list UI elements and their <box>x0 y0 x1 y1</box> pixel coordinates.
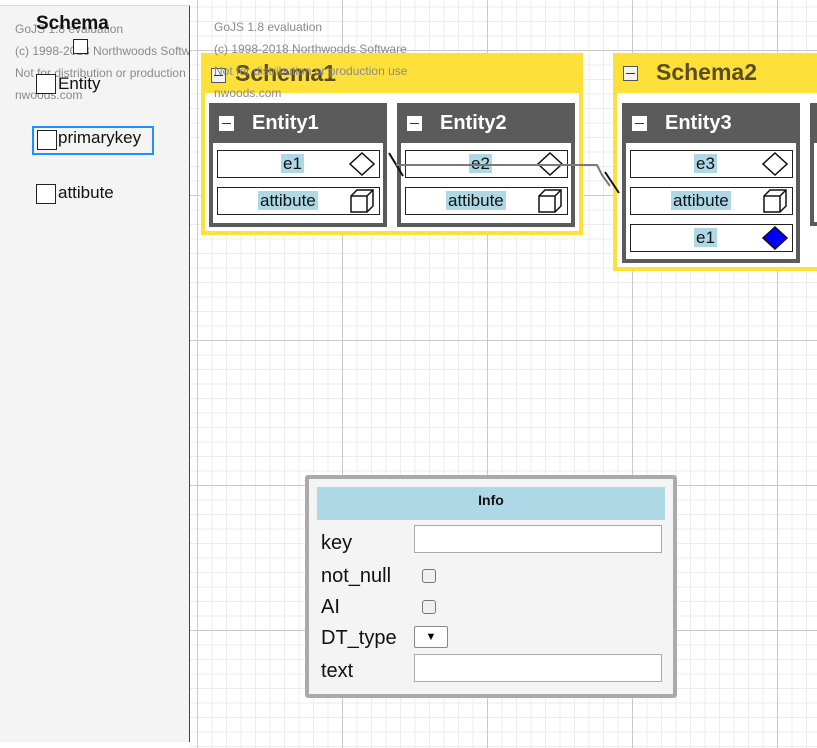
palette-item-entity[interactable]: Entity <box>58 74 101 93</box>
group-title: Schema1 <box>235 60 337 86</box>
not-null-label: not_null <box>321 565 392 587</box>
watermark-line: (c) 1998-2018 Northwoods Software <box>15 44 191 58</box>
collapse-group-icon[interactable] <box>211 68 226 83</box>
entity-title: Entity3 <box>665 112 732 134</box>
filled-diamond-icon <box>762 226 788 250</box>
entity-partial-body <box>814 143 817 222</box>
key-label: key <box>321 532 353 554</box>
entity-node[interactable]: Entity1 e1 attibute <box>209 103 387 227</box>
palette-item-entity-icon[interactable] <box>36 74 56 94</box>
cube-icon <box>350 189 374 213</box>
attribute-text: e2 <box>469 154 492 173</box>
text-input[interactable] <box>414 654 662 682</box>
palette-panel: GoJS 1.8 evaluation (c) 1998-2018 Northw… <box>0 5 191 742</box>
entity-title: Entity1 <box>252 112 319 134</box>
cube-icon <box>538 189 562 213</box>
collapse-entity-icon[interactable] <box>407 116 422 131</box>
palette-selection-highlight <box>32 126 154 155</box>
attribute-row[interactable]: attibute <box>217 187 380 215</box>
palette-item-attribute[interactable]: attibute <box>58 183 114 202</box>
schema-group-icon[interactable] <box>73 39 88 54</box>
link-end-marker <box>604 171 620 194</box>
palette-item-attribute-icon[interactable] <box>36 184 56 204</box>
group-title: Schema2 <box>656 59 758 85</box>
attribute-row[interactable]: attibute <box>405 187 568 215</box>
diamond-icon <box>349 152 375 176</box>
key-input[interactable] <box>414 525 662 553</box>
entity-title: Entity2 <box>440 112 507 134</box>
palette-title: Schema <box>36 13 109 34</box>
collapse-entity-icon[interactable] <box>632 116 647 131</box>
info-title: Info <box>478 492 504 508</box>
attribute-text: e1 <box>694 228 717 247</box>
attribute-text: attibute <box>258 191 318 210</box>
text-label: text <box>321 660 354 682</box>
dt-type-label: DT_type <box>321 627 397 649</box>
collapse-entity-icon[interactable] <box>219 116 234 131</box>
attribute-text: attibute <box>671 191 731 210</box>
attribute-row[interactable]: e1 <box>217 150 380 178</box>
diamond-icon <box>762 152 788 176</box>
info-header: Info <box>317 487 665 520</box>
entity-node[interactable]: Entity3 e3 attibute e1 <box>622 103 800 263</box>
cube-icon <box>763 189 787 213</box>
attribute-row[interactable]: e3 <box>630 150 793 178</box>
info-inspector-panel: Info key not_null AI DT_type ▼ text <box>305 475 677 698</box>
palette-item-primarykey[interactable]: primarykey <box>58 128 142 147</box>
ai-checkbox[interactable] <box>422 600 436 614</box>
attribute-row[interactable]: e1 <box>630 224 793 252</box>
attribute-row[interactable]: attibute <box>630 187 793 215</box>
relationship-link[interactable] <box>396 164 611 187</box>
dropdown-arrow-icon: ▼ <box>425 631 437 643</box>
relationship-links <box>388 152 620 194</box>
attribute-text: e3 <box>694 154 717 173</box>
collapse-group-icon[interactable] <box>623 66 638 81</box>
ai-label: AI <box>321 596 340 618</box>
dt-type-select[interactable]: ▼ <box>414 626 448 648</box>
attribute-text: attibute <box>446 191 506 210</box>
not-null-checkbox[interactable] <box>422 569 436 583</box>
entity-partial[interactable] <box>810 103 817 226</box>
attribute-text: e1 <box>281 154 304 173</box>
palette-item-primarykey-icon[interactable] <box>37 130 57 150</box>
